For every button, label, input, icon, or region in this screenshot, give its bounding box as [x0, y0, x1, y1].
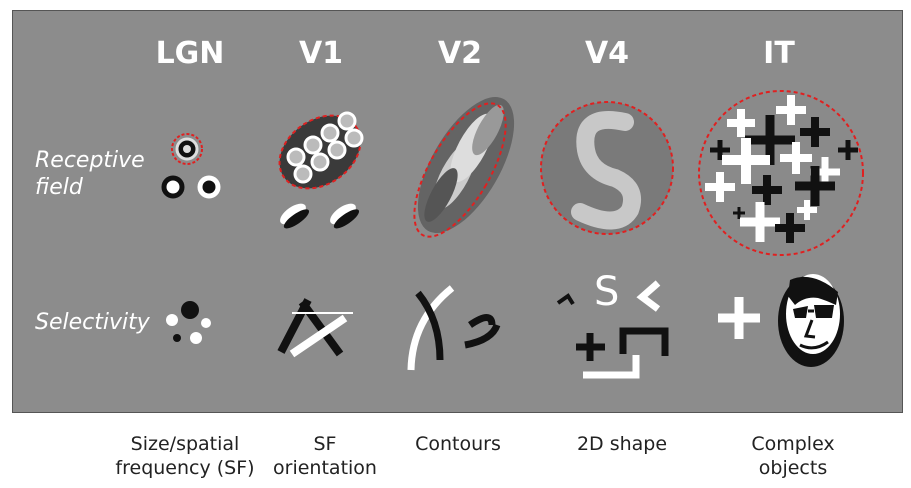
title-lgn: LGN: [155, 36, 225, 71]
caption-lgn-line2: frequency (SF): [115, 457, 255, 479]
it-receptive-field: [698, 90, 864, 256]
caption-lgn: Size/spatial frequency (SF): [105, 432, 265, 480]
caption-it-line2: objects: [758, 457, 828, 479]
it-selectivity: [718, 274, 844, 367]
row-label-receptive-line2: field: [35, 175, 83, 200]
title-v2: V2: [437, 36, 483, 71]
v4-receptive-field: [540, 101, 674, 235]
caption-v1-line1: SF: [313, 433, 337, 455]
v2-receptive-field: [413, 97, 515, 238]
v2-selectivity-contours: [407, 285, 501, 371]
caption-v2-line1: Contours: [415, 433, 501, 455]
title-v1: V1: [298, 36, 344, 71]
title-v4: V4: [584, 36, 630, 71]
v4-selectivity-shapes: S: [556, 269, 669, 379]
v1-receptive-field: [278, 111, 364, 229]
caption-v4: 2D shape: [542, 432, 702, 456]
row-label-receptive-field: Receptive field: [35, 147, 145, 201]
caption-v1: SF orientation: [245, 432, 405, 480]
caption-v4-line1: 2D shape: [576, 433, 668, 455]
caption-lgn-line1: Size/spatial: [130, 433, 240, 455]
caption-it-line1: Complex: [751, 433, 835, 455]
lgn-receptive-field: [161, 133, 221, 199]
caption-v1-line2: orientation: [273, 457, 377, 479]
title-it: IT: [763, 36, 795, 71]
lgn-selectivity-dots: [166, 301, 211, 344]
face-icon: [778, 274, 844, 367]
caption-v2: Contours: [378, 432, 538, 456]
v1-selectivity-lines: [277, 298, 353, 358]
caption-it: Complex objects: [713, 432, 873, 480]
v4-letter-s: S: [594, 269, 619, 315]
row-label-selectivity: Selectivity: [35, 310, 150, 335]
row-label-receptive-line1: Receptive: [35, 148, 145, 173]
